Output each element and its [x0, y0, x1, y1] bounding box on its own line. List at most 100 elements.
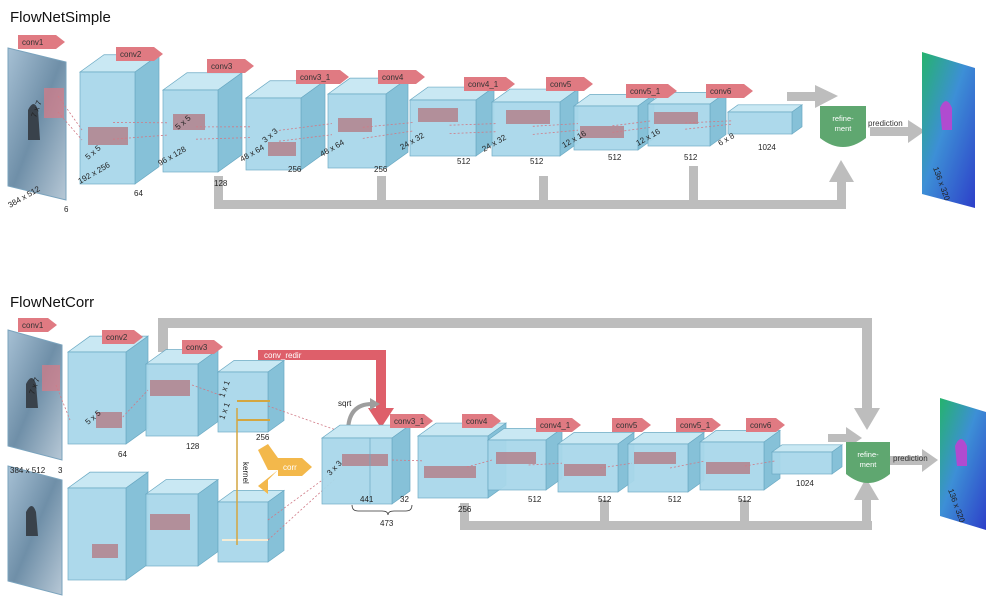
top-layer-label-4: conv3_1: [296, 70, 349, 84]
bottom-label-conv3: conv3: [182, 340, 223, 354]
top-block-channels-8: 512: [684, 153, 698, 162]
bottom-label-conv2: conv2: [102, 330, 143, 344]
bottom-block-5: [698, 429, 782, 491]
bottom-label-conv1-text: conv1: [22, 321, 44, 330]
top-layer-label-1-text: conv1: [22, 38, 44, 47]
conv-redir-label: conv_redir: [264, 351, 302, 360]
brace: [351, 504, 413, 516]
bottom-layer-label-4-text: conv5: [616, 421, 638, 430]
bottom-label-conv3-text: conv3: [186, 343, 208, 352]
bottom-conv3-channels: 128: [186, 442, 200, 451]
bottom-refinement-node: [846, 442, 890, 483]
bottom-label-conv2-text: conv2: [106, 333, 128, 342]
bottom-layer-label-3-text: conv4_1: [540, 421, 571, 430]
top-block-9: [726, 104, 804, 135]
bottom-block-channels-3: 512: [598, 495, 612, 504]
top-block-8: [646, 91, 728, 147]
top-layer-label-9: conv6: [706, 84, 753, 98]
top-block-channels-6: 512: [530, 157, 544, 166]
bottom-layer-label-2: conv4: [462, 414, 501, 428]
top-layer-label-3-text: conv3: [211, 62, 233, 71]
bottom-upper-conv2: [66, 335, 150, 445]
bottom-lower-conv2: [66, 471, 150, 581]
bottom-block-4: [626, 431, 706, 493]
bottom-block-channels-1: 256: [458, 505, 472, 514]
bottom-input-size: 384 x 512: [10, 466, 46, 475]
top-layer-label-5: conv4: [378, 70, 425, 84]
top-refinement-line2: ment: [835, 124, 853, 133]
top-block-channels-2: 128: [214, 179, 228, 188]
bottom-block-6: [770, 444, 844, 475]
top-block-4: [326, 77, 410, 169]
top-layer-label-8: conv5_1: [626, 84, 677, 98]
bottom-lower-conv3: [144, 478, 220, 567]
top-block-3: [244, 80, 327, 171]
corr-label: corr: [283, 463, 297, 472]
bottom-output-flow: [940, 398, 986, 530]
flownet-simple-title: FlowNetSimple: [10, 9, 111, 26]
top-layer-label-6: conv4_1: [464, 77, 515, 91]
bottom-upper-conv3: [144, 348, 220, 437]
bottom-block-channels-4: 512: [668, 495, 682, 504]
bottom-layer-label-3: conv4_1: [536, 418, 581, 432]
top-layer-label-2: conv2: [116, 47, 163, 61]
bottom-refinement-line1: refine-: [857, 450, 879, 459]
bottom-layer-label-4: conv5: [612, 418, 651, 432]
bottom-right-layer-labels: conv3_1 conv4 conv4_1 conv5 conv5_1 conv6: [390, 414, 785, 432]
kernel-label: kernel: [241, 462, 250, 484]
bottom-input-channels: 3: [58, 466, 63, 475]
top-block-5: [408, 86, 496, 157]
top-block-channels-9: 1024: [758, 143, 776, 152]
bottom-block-channels-6: 1024: [796, 479, 814, 488]
bottom-layer-label-6-text: conv6: [750, 421, 772, 430]
top-input-image: [7, 47, 67, 201]
top-block-channels-1: 64: [134, 189, 143, 198]
top-layer-label-9-text: conv6: [710, 87, 732, 96]
top-layer-label-5-text: conv4: [382, 73, 404, 82]
bottom-prediction-label: prediction: [893, 454, 928, 463]
kernel-connector: [236, 400, 270, 545]
bottom-block-3: [556, 431, 636, 493]
sqrt-label: sqrt: [338, 399, 352, 408]
top-layer-label-3: conv3: [207, 59, 254, 73]
top-block-channels-3: 256: [288, 165, 302, 174]
bottom-upper-redir: [216, 359, 286, 433]
bottom-block-channels-2: 512: [528, 495, 542, 504]
bottom-input-image-2: [7, 465, 63, 596]
top-refinement-line1: refine-: [832, 114, 854, 123]
conv-redir-path: [258, 350, 394, 428]
top-layer-label-1: conv1: [18, 35, 65, 49]
top-block-channels-7: 512: [608, 153, 622, 162]
top-block-2: [161, 72, 244, 173]
top-layer-label-2-text: conv2: [120, 50, 142, 59]
bottom-layer-label-5: conv5_1: [676, 418, 721, 432]
bottom-lower-redir: [216, 489, 286, 563]
top-layer-label-7-text: conv5: [550, 80, 572, 89]
bottom-block-channels-5: 512: [738, 495, 752, 504]
bottom-layer-label-1-text: conv3_1: [394, 417, 425, 426]
brace-473: 473: [380, 519, 394, 528]
bottom-block-2: [486, 427, 564, 491]
bottom-layer-label-2-text: conv4: [466, 417, 488, 426]
corr-node: [258, 444, 312, 494]
top-block-1: [78, 54, 161, 185]
bottom-layer-label-5-text: conv5_1: [680, 421, 711, 430]
top-block-channels-5: 512: [457, 157, 471, 166]
top-layer-label-6-text: conv4_1: [468, 80, 499, 89]
bottom-layer-label-1: conv3_1: [390, 414, 433, 428]
bottom-layer-label-6: conv6: [746, 418, 785, 432]
bottom-left-layer-labels: conv1 conv2 conv3: [18, 318, 223, 354]
top-layer-labels: conv1 conv2 conv3 conv3_1 conv4 conv4_1 conv5 c…: [18, 35, 753, 98]
top-skip-connectors: [214, 85, 925, 209]
top-layer-label-8-text: conv5_1: [630, 87, 661, 96]
brace-441: 441: [360, 495, 374, 504]
top-output-flow: [922, 52, 975, 208]
bottom-skip-connectors: [460, 427, 938, 530]
bottom-redir-channels: 256: [256, 433, 270, 442]
bottom-label-conv1: conv1: [18, 318, 57, 332]
top-refinement-node: [820, 106, 866, 147]
bottom-top-connector: [158, 318, 880, 430]
bottom-input-image-1: [7, 329, 63, 461]
